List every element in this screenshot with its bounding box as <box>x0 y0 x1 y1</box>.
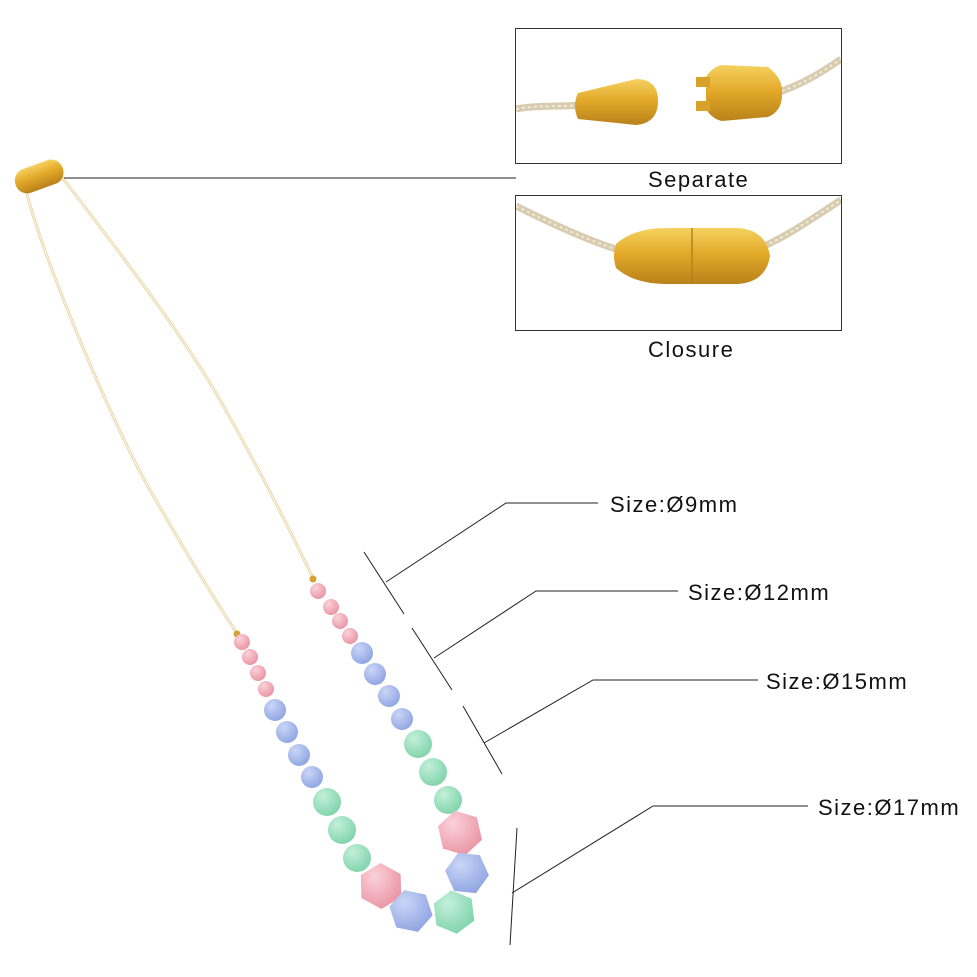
closure-label: Closure <box>648 337 735 362</box>
round-bead <box>258 681 274 697</box>
separate-label: Separate <box>648 167 750 192</box>
round-bead <box>351 642 373 664</box>
round-bead <box>301 766 323 788</box>
round-bead <box>310 583 326 599</box>
round-bead <box>323 599 339 615</box>
size-label-17mm: Size:Ø17mm <box>818 795 961 820</box>
round-bead <box>343 844 371 872</box>
hexagon-bead <box>360 863 402 909</box>
round-bead <box>250 665 266 681</box>
hexagon-bead <box>389 890 433 932</box>
round-bead <box>342 628 358 644</box>
round-bead <box>328 816 356 844</box>
clasp-right-half <box>706 65 783 121</box>
clasp-separate-photo <box>515 28 842 164</box>
round-bead <box>264 699 286 721</box>
cord-inner <box>25 171 315 636</box>
size-pointers <box>363 502 808 946</box>
round-bead <box>276 721 298 743</box>
round-bead <box>378 685 400 707</box>
size-label-12mm: Size:Ø12mm <box>688 580 831 605</box>
hexagon-bead <box>438 810 482 856</box>
hexagon-bead <box>433 890 475 934</box>
size-label-9mm: Size:Ø9mm <box>610 492 739 517</box>
clasp-separate-illustration <box>516 56 841 125</box>
clasp-closure-photo <box>515 195 842 331</box>
round-bead <box>364 663 386 685</box>
round-bead <box>313 788 341 816</box>
round-bead <box>332 613 348 629</box>
round-bead <box>242 649 258 665</box>
round-bead <box>391 708 413 730</box>
round-bead <box>404 730 432 758</box>
round-bead <box>288 744 310 766</box>
clasp-left-half <box>575 79 658 125</box>
necklace-cord <box>24 170 316 637</box>
size-label-15mm: Size:Ø15mm <box>766 669 909 694</box>
round-bead <box>434 786 462 814</box>
round-bead <box>419 758 447 786</box>
bead-strand <box>234 583 489 934</box>
necklace-clasp <box>14 159 64 194</box>
clasp-closure-illustration <box>516 197 841 284</box>
round-bead <box>234 634 250 650</box>
end-cap-right <box>309 575 317 583</box>
hexagon-bead <box>445 852 489 894</box>
